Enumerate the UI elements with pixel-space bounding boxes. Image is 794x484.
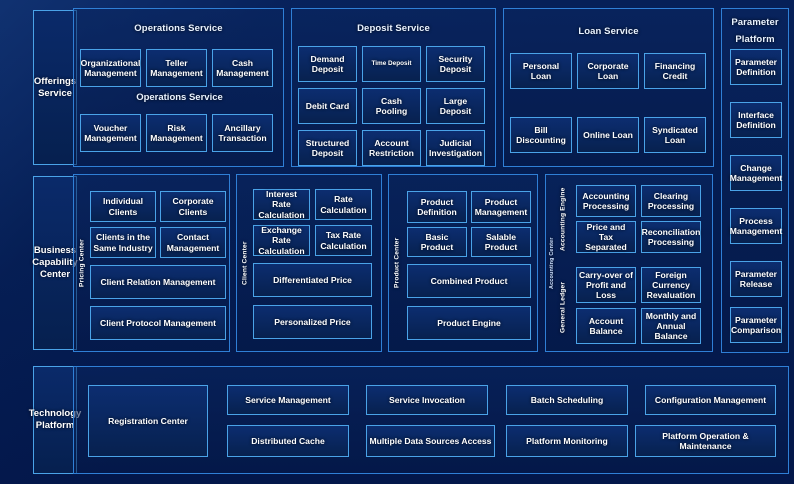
sub-label-general-ledger: General Ledger [559,281,567,333]
center-vertical-label-pricing: Pricing Center [78,239,86,287]
row-label-offerings-service: Offerings Service [33,10,77,165]
center-product[interactable]: Product Center Product Definition Produc… [388,174,538,352]
tile-reconciliation-processing[interactable]: Reconciliation Processing [641,221,701,253]
offerings-label-line2: Service [38,87,72,99]
tile-configuration-management[interactable]: Configuration Management [645,385,776,415]
tile-teller-management[interactable]: Teller Management [146,49,207,87]
center-vertical-label-client: Client Center [241,241,249,285]
business-label-line2: Capability [32,257,78,269]
row-label-technology-platform: Technology Platform [29,366,81,474]
tile-basic-product[interactable]: Basic Product [407,227,467,257]
tile-product-engine[interactable]: Product Engine [407,306,531,340]
tile-online-loan[interactable]: Online Loan [577,117,639,153]
technology-label-line1: Technology [28,408,82,420]
tile-parameter-definition[interactable]: Parameter Definition [730,49,782,85]
tile-differentiated-price[interactable]: Differentiated Price [253,263,372,297]
tile-product-management[interactable]: Product Management [471,191,531,223]
tile-service-invocation[interactable]: Service Invocation [366,385,488,415]
tile-risk-management[interactable]: Risk Management [146,114,207,152]
tile-exchange-rate-calculation[interactable]: Exchange Rate Calculation [253,225,310,256]
tile-bill-discounting[interactable]: Bill Discounting [510,117,572,153]
tile-large-deposit[interactable]: Large Deposit [426,88,485,124]
tile-monthly-and-annual-balance[interactable]: Monthly and Annual Balance [641,308,701,344]
group-title-deposit-service: Deposit Service [357,23,430,34]
tile-time-deposit[interactable]: Time Deposit [362,46,421,82]
center-vertical-label-accounting: Accounting Center [549,237,555,289]
tile-client-protocol-management[interactable]: Client Protocol Management [90,306,226,340]
tile-price-and-tax-separated[interactable]: Price and Tax Separated [576,221,636,253]
tile-combined-product[interactable]: Combined Product [407,264,531,298]
tile-cash-pooling[interactable]: Cash Pooling [362,88,421,124]
tile-carry-over-of-profit-and-loss[interactable]: Carry-over of Profit and Loss [576,267,636,303]
parameter-platform-title-line1: Parameter [731,17,779,28]
group-title-operations-service: Operations Service [134,23,223,34]
center-vertical-label-product: Product Center [393,237,401,289]
tile-financing-credit[interactable]: Financing Credit [644,53,706,89]
tile-salable-product[interactable]: Salable Product [471,227,531,257]
tile-registration-center[interactable]: Registration Center [88,385,208,457]
tile-corporate-loan[interactable]: Corporate Loan [577,53,639,89]
tile-rate-calculation[interactable]: Rate Calculation [315,189,372,220]
tile-platform-monitoring[interactable]: Platform Monitoring [506,425,628,457]
tile-voucher-management[interactable]: Voucher Management [80,114,141,152]
tile-personal-loan[interactable]: Personal Loan [510,53,572,89]
tile-clients-same-industry[interactable]: Clients in the Same Industry [90,227,156,258]
tile-demand-deposit[interactable]: Demand Deposit [298,46,357,82]
tile-change-management[interactable]: Change Management [730,155,782,191]
center-pricing[interactable]: Pricing Center Individual Clients Corpor… [73,174,230,352]
tile-individual-clients[interactable]: Individual Clients [90,191,156,222]
tile-tax-rate-calculation[interactable]: Tax Rate Calculation [315,225,372,256]
tile-distributed-cache[interactable]: Distributed Cache [227,425,349,457]
row-label-business-capability-center: Business Capability Center [32,176,78,350]
tile-parameter-comparison[interactable]: Parameter Comparison [730,307,782,343]
tile-clearing-processing[interactable]: Clearing Processing [641,185,701,217]
center-accounting[interactable]: Accounting Center Accounting Engine Gene… [545,174,713,352]
tile-security-deposit[interactable]: Security Deposit [426,46,485,82]
group-title-operations-service-overlay: Operations Service [136,92,223,103]
sub-label-accounting-engine: Accounting Engine [559,187,567,251]
tile-corporate-clients[interactable]: Corporate Clients [160,191,226,222]
tile-ancillary-transaction[interactable]: Ancillary Transaction [212,114,273,152]
tile-debit-card[interactable]: Debit Card [298,88,357,124]
tile-foreign-currency-revaluation[interactable]: Foreign Currency Revaluation [641,267,701,303]
tile-product-definition[interactable]: Product Definition [407,191,467,223]
group-deposit-service[interactable]: Deposit Service Demand Deposit Time Depo… [291,8,496,167]
group-technology-platform[interactable]: Registration Center Service Management S… [73,366,789,474]
center-client[interactable]: Client Center Interest Rate Calculation … [236,174,382,352]
group-operations-service[interactable]: Operations Service Organizational Manage… [73,8,284,167]
tile-interface-definition[interactable]: Interface Definition [730,102,782,138]
technology-label-line2: Platform [35,420,75,431]
business-label-line1: Business [33,245,77,257]
offerings-label-line1: Offerings [33,75,77,87]
tile-process-management[interactable]: Process Management [730,208,782,244]
tile-client-relation-management[interactable]: Client Relation Management [90,265,226,299]
tile-account-balance[interactable]: Account Balance [576,308,636,344]
tile-service-management[interactable]: Service Management [227,385,349,415]
tile-contact-management[interactable]: Contact Management [160,227,226,258]
group-parameter-platform[interactable]: Parameter Platform Parameter Definition … [721,8,789,353]
group-title-loan-service: Loan Service [578,26,639,37]
tile-account-restriction[interactable]: Account Restriction [362,130,421,166]
tile-cash-management[interactable]: Cash Management [212,49,273,87]
group-loan-service[interactable]: Loan Service Personal Loan Corporate Loa… [503,8,714,167]
tile-parameter-release[interactable]: Parameter Release [730,261,782,297]
tile-personalized-price[interactable]: Personalized Price [253,305,372,339]
tile-syndicated-loan[interactable]: Syndicated Loan [644,117,706,153]
tile-batch-scheduling[interactable]: Batch Scheduling [506,385,628,415]
tile-organizational-management[interactable]: Organizational Management [80,49,141,87]
business-label-line3: Center [39,268,71,280]
tile-multiple-data-sources-access[interactable]: Multiple Data Sources Access [366,425,495,457]
tile-accounting-processing[interactable]: Accounting Processing [576,185,636,217]
tile-platform-operation-maintenance[interactable]: Platform Operation & Maintenance [635,425,776,457]
parameter-platform-title-line2: Platform [735,34,775,45]
tile-structured-deposit[interactable]: Structured Deposit [298,130,357,166]
tile-judicial-investigation[interactable]: Judicial Investigation [426,130,485,166]
tile-interest-rate-calculation[interactable]: Interest Rate Calculation [253,189,310,220]
